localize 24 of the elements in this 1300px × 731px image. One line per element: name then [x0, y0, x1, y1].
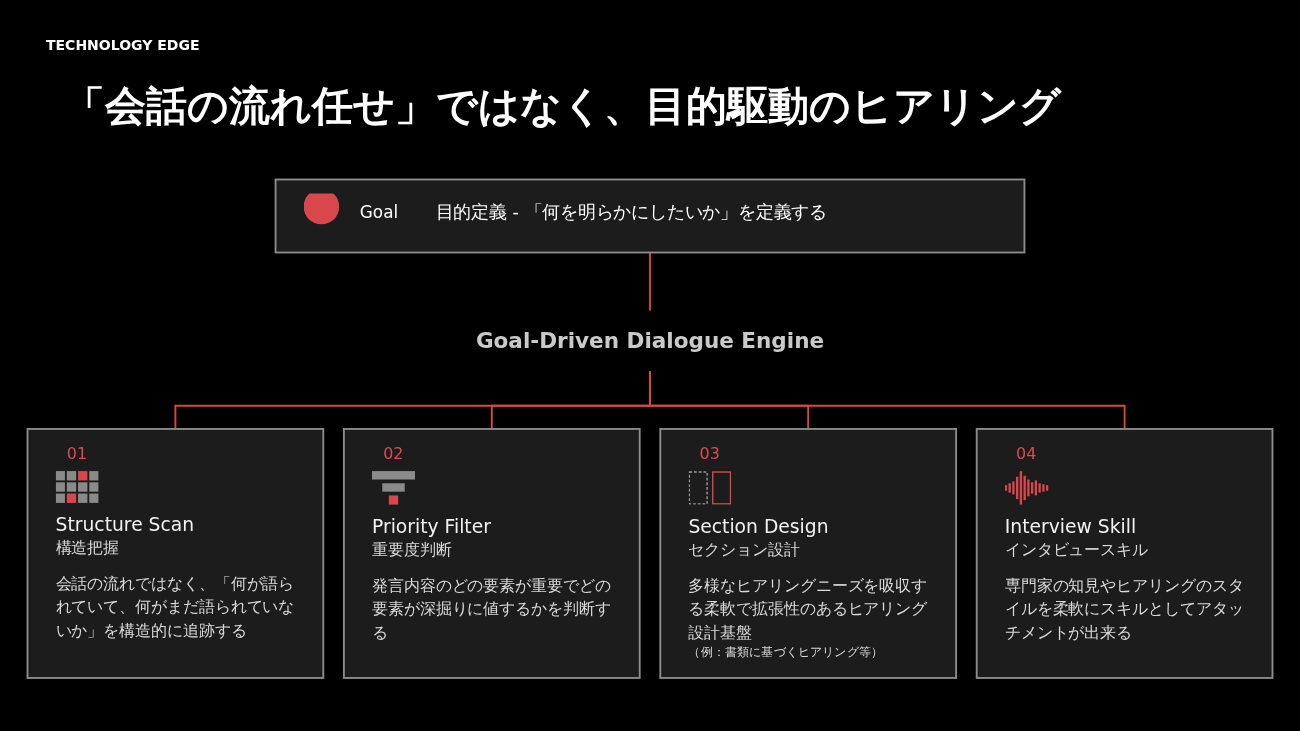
- engine-label: Goal-Driven Dialogue Engine: [475, 327, 825, 355]
- step-number: 04: [1016, 443, 1038, 464]
- section-label: TECHNOLOGY EDGE: [46, 36, 200, 54]
- connector-line: [649, 370, 1126, 430]
- card-subheading: 構造把握: [55, 537, 121, 560]
- card-heading: Priority Filter: [372, 514, 492, 539]
- card-subheading: 重要度判断: [372, 539, 453, 561]
- card-heading: Structure Scan: [55, 512, 196, 537]
- card-description: 発言内容のどの要素が重要でどの要素が深掘りに値するかを判断する: [372, 574, 612, 644]
- goal-description: 目的定義 - 「何を明らかにしたいか」を定義する: [435, 199, 827, 224]
- connector-line: [649, 251, 651, 312]
- card-heading: Interview Skill: [1004, 514, 1138, 539]
- step-number: 01: [66, 443, 89, 464]
- step-number: 02: [383, 443, 405, 464]
- example-note: （例：書類に基づくヒアリング等）: [688, 644, 885, 662]
- card-subheading: セクション設計: [688, 539, 801, 561]
- card-description: 専門家の知見やヒアリングのスタイルを柔軟にスキルとしてアタッチメントが出来る: [1004, 574, 1245, 644]
- goal-label: Goal: [359, 200, 399, 224]
- card-description: 多様なヒアリングニーズを吸収する柔軟で拡張性のあるヒアリング設計基盤: [688, 574, 928, 644]
- card-subheading: インタビュースキル: [1004, 539, 1149, 561]
- step-number: 03: [699, 443, 721, 464]
- slide-title: 「会話の流れ任せ」ではなく、目的駆動のヒアリング: [64, 81, 1061, 132]
- card-heading: Section Design: [688, 514, 830, 539]
- card-description: 会話の流れではなく、「何が語られていて、何がまだ語られていないか」を構造的に追跡する: [55, 573, 296, 642]
